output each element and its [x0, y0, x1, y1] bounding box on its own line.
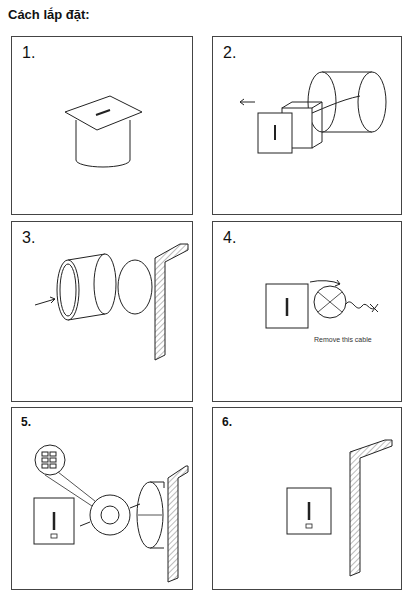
page-title: Cách lắp đặt: — [8, 7, 90, 22]
step-number: 2. — [223, 45, 236, 61]
step-number: 4. — [223, 230, 236, 246]
step-number: 3. — [22, 230, 35, 246]
step-panel: 4. Remove this cable — [212, 221, 402, 402]
step-number: 1. — [22, 45, 35, 61]
step-panel: 1. — [11, 36, 193, 215]
callout-note: Remove this cable — [313, 336, 373, 343]
step-panel: 2. — [212, 36, 402, 215]
step-panel: 3. — [11, 221, 193, 402]
step-panel: 5. — [11, 407, 193, 590]
step-number: 6. — [222, 416, 232, 428]
step-panel: 6. — [212, 407, 402, 590]
step-number: 5. — [21, 416, 31, 428]
